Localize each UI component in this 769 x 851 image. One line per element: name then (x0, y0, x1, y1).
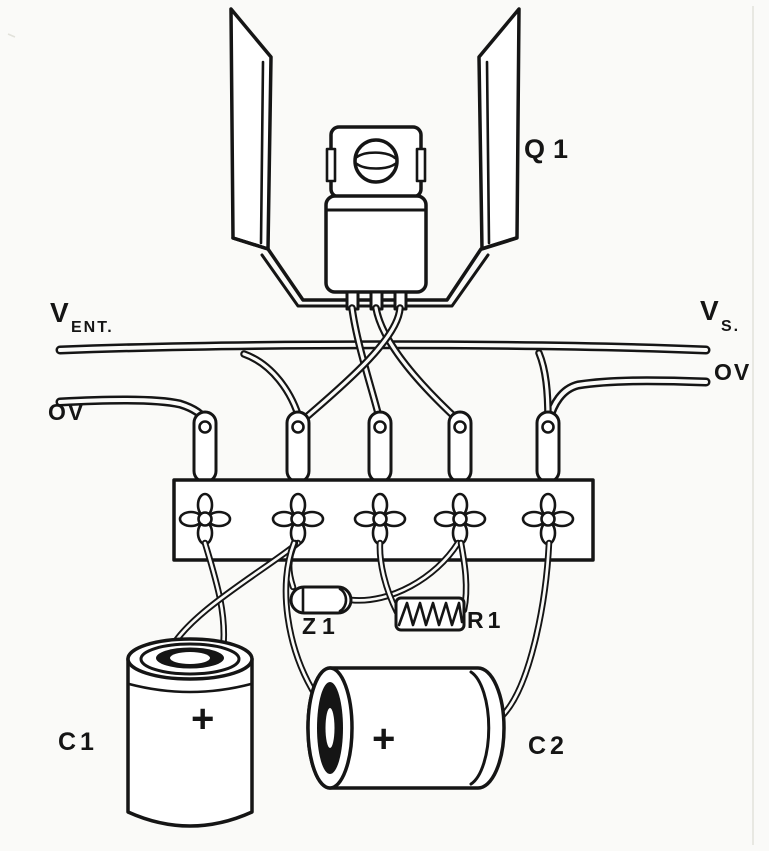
wire-c2-to-t2-core (284, 541, 318, 698)
mounting-screw (353, 138, 399, 184)
label-ov-left: OV (48, 399, 85, 425)
lug-4-hole (453, 420, 467, 434)
capacitor-c1: + (126, 637, 254, 828)
label-z1: Z1 (302, 613, 341, 639)
label-vent-main: V (50, 297, 69, 328)
c1-top-center (170, 652, 210, 664)
heatsink (229, 7, 521, 308)
wire-r1-to-t3-core (378, 541, 399, 614)
c2-polarity-mark: + (372, 717, 395, 761)
terminal-2 (271, 492, 325, 546)
lug-5-hole (541, 420, 555, 434)
label-q1: Q1 (524, 134, 576, 164)
terminal-5 (521, 492, 575, 546)
c2-left-end-highlight (325, 708, 335, 748)
transistor-q1 (324, 125, 428, 311)
terminal-3-screw (372, 511, 388, 527)
label-r1: R1 (467, 607, 504, 633)
ov-rail-right-core (547, 378, 708, 422)
resistor-winding-hatch (397, 601, 464, 627)
tab-right-notch (415, 147, 427, 183)
label-c2: C2 (528, 732, 568, 760)
c1-body (126, 657, 254, 828)
capacitor-c2: + (306, 666, 506, 790)
wire-c2-to-t5-core (500, 541, 551, 718)
wire-z1-to-t4-core (349, 541, 460, 602)
label-c1: C1 (58, 728, 98, 756)
leg-wire-right-outline (298, 304, 404, 425)
leg-wire-middle-outline (372, 304, 463, 425)
label-vent-sub: ENT. (71, 319, 114, 336)
terminal-5-screw (540, 511, 556, 527)
resistor-r1 (394, 596, 466, 632)
zener-end-curve (338, 587, 348, 613)
supply-rails (55, 340, 711, 427)
terminal-1 (178, 492, 232, 546)
leg-wire-right-core (300, 306, 402, 423)
screw-slot-top (355, 151, 397, 160)
transistor-leg-wires (298, 304, 463, 425)
rail-jumper-left-outline (240, 350, 304, 425)
terminal-4 (433, 492, 487, 546)
c2-right-seam (469, 670, 491, 786)
zener-body (289, 585, 353, 615)
heatsink-left-fin (229, 7, 273, 251)
terminal-3 (353, 492, 407, 546)
label-vs-sub: S. (721, 318, 740, 335)
lug-3-hole (373, 420, 387, 434)
label-vs-main: V (700, 295, 719, 326)
scan-artifact-speck (7, 33, 16, 38)
rail-jumper-left-core (242, 352, 302, 423)
terminal-1-screw (197, 511, 213, 527)
zener-z1 (289, 585, 353, 615)
heatsink-right-fin (477, 7, 521, 251)
lug-1-hole (198, 420, 212, 434)
c1-polarity-mark: + (191, 697, 214, 741)
heatsink-left-fold-line (259, 60, 265, 245)
labels: Q1 V ENT. V S. OV OV Z1 R1 C1 C2 (48, 134, 751, 760)
label-ov-right: OV (714, 359, 751, 385)
solder-lugs (192, 410, 561, 484)
heatsink-right-fold-line (485, 60, 491, 245)
tab-left-notch (325, 147, 337, 183)
wire-c2-to-t5-outline (498, 539, 553, 720)
c1-crimp-line (127, 682, 253, 694)
wire-t2-to-c1-core (168, 541, 300, 652)
terminal-4-screw (452, 511, 468, 527)
terminal-2-screw (290, 511, 306, 527)
leg-wire-middle-core (374, 306, 461, 423)
lug-2-hole (291, 420, 305, 434)
screw-slot-bottom (355, 162, 397, 170)
